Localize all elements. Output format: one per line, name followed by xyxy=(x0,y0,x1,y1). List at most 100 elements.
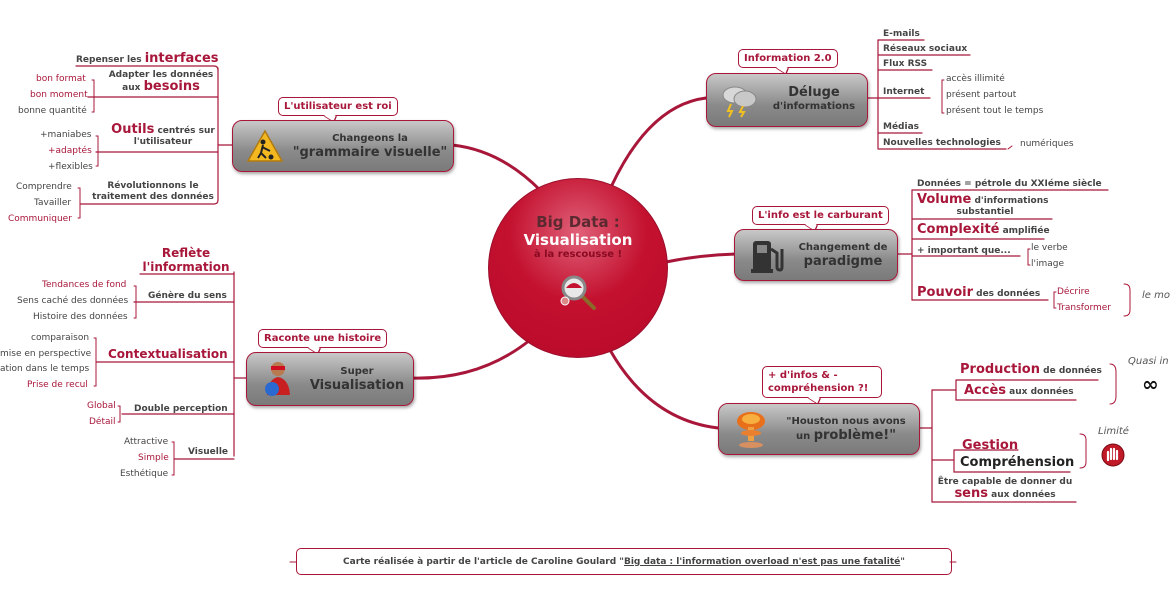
branch-text: l'utilisateur xyxy=(133,137,193,147)
branch-petrole[interactable]: Données = pétrole du XXIéme siècle xyxy=(917,179,1102,189)
footer-end: " xyxy=(900,556,905,567)
topic-line2-text: un xyxy=(795,430,814,442)
leaf-comparaison[interactable]: comparaison xyxy=(31,333,90,343)
branch-text: amplifiée xyxy=(999,226,1050,236)
leaf-tavailler[interactable]: Tavailler xyxy=(34,198,72,208)
branch-pouvoir[interactable]: Pouvoir des données xyxy=(917,285,1041,300)
leaf-global[interactable]: Global xyxy=(87,401,116,411)
branch-acces[interactable]: Accès aux données xyxy=(964,383,1074,398)
branch-text: des données xyxy=(973,289,1041,299)
branch-flux-rss[interactable]: Flux RSS xyxy=(883,59,928,69)
central-topic[interactable]: Big Data : Visualisation à la rescousse … xyxy=(488,178,668,358)
topic-line1: "Houston nous avons xyxy=(786,415,906,427)
callout-information-2: Information 2.0 xyxy=(738,49,838,68)
branch-text: substantiel xyxy=(956,207,1014,217)
branch-keyword: Production xyxy=(960,362,1040,377)
branch-keyword: Accès xyxy=(964,383,1007,398)
leaf-bonne-quantite[interactable]: bonne quantité xyxy=(18,106,87,116)
branch-text: Révolutionnons le xyxy=(107,181,199,191)
branch-comprehension[interactable]: Compréhension xyxy=(960,455,1075,470)
summary-limite: Limité xyxy=(1098,426,1129,437)
branch-production[interactable]: Production de données xyxy=(960,362,1102,377)
leaf-detail[interactable]: Détail xyxy=(89,417,116,427)
branch-contextualisation[interactable]: Contextualisation xyxy=(108,347,228,361)
leaf-bon-format[interactable]: bon format xyxy=(36,74,86,84)
branch-text: centrés sur xyxy=(154,126,215,136)
nuclear-explosion-icon xyxy=(729,409,773,449)
leaf-sens-cache[interactable]: Sens caché des données xyxy=(17,296,129,306)
topic-houston-probleme[interactable]: "Houston nous avons un problème!" xyxy=(718,403,920,455)
branch-important-que[interactable]: + important que... xyxy=(917,246,1011,256)
leaf-comprendre[interactable]: Comprendre xyxy=(16,182,72,192)
topic-grammaire-visuelle[interactable]: Changeons la"grammaire visuelle" xyxy=(232,120,454,172)
center-title-line1: Big Data : xyxy=(536,213,620,231)
branch-keyword: Gestion xyxy=(962,438,1019,453)
leaf-simple[interactable]: Simple xyxy=(138,453,169,463)
branch-medias[interactable]: Médias xyxy=(883,122,920,132)
leaf-present-tout-le-temps[interactable]: présent tout le temps xyxy=(946,106,1044,116)
leaf-tendances[interactable]: Tendances de fond xyxy=(42,280,127,290)
leaf-le-verbe[interactable]: le verbe xyxy=(1031,243,1068,253)
branch-internet[interactable]: Internet xyxy=(883,87,925,97)
branch-keyword: Pouvoir xyxy=(917,285,973,300)
leaf-histoire[interactable]: Histoire des données xyxy=(33,312,128,322)
branch-text: Repenser les xyxy=(76,55,145,65)
leaf-mise-en-perspective[interactable]: mise en perspective xyxy=(0,349,92,359)
branch-text: Reflète xyxy=(161,246,211,260)
callout-info-carburant: L'info est le carburant xyxy=(752,206,889,225)
branch-visuelle[interactable]: Visuelle xyxy=(188,447,229,457)
callout-raconte-histoire: Raconte une histoire xyxy=(258,329,388,348)
branch-double-perception[interactable]: Double perception xyxy=(134,404,228,414)
branch-interfaces[interactable]: Repenser les interfaces xyxy=(76,51,219,66)
summary-le-mo: le mo xyxy=(1142,290,1170,301)
topic-line2: "grammaire visuelle" xyxy=(292,145,448,160)
leaf-maniabes[interactable]: +maniabes xyxy=(40,130,92,140)
superhero-icon xyxy=(257,359,301,399)
article-link[interactable]: Big data : l'information overload n'est … xyxy=(623,556,901,567)
branch-keyword: Outils xyxy=(111,122,155,137)
leaf-dans-le-temps[interactable]: ation dans le temps xyxy=(0,364,90,374)
topic-line2-keyword: problème!" xyxy=(813,427,897,443)
summary-quasi-infini: Quasi in xyxy=(1128,356,1169,367)
leaf-bon-moment[interactable]: bon moment xyxy=(30,90,88,100)
topic-line1: Changement de xyxy=(798,242,888,253)
branch-nouvelles-technologies[interactable]: Nouvelles technologies xyxy=(883,138,1001,148)
branch-text: Adapter les données xyxy=(108,70,214,80)
leaf-l-image[interactable]: l'image xyxy=(1031,259,1065,269)
leaf-decrire[interactable]: Décrire xyxy=(1057,287,1090,297)
leaf-flexibles[interactable]: +flexibles xyxy=(48,162,93,172)
callout-utilisateur-roi: L'utilisateur est roi xyxy=(278,97,398,116)
branch-gestion[interactable]: Gestion xyxy=(962,434,1018,453)
topic-line1: Changeons la xyxy=(332,133,408,144)
leaf-present-partout[interactable]: présent partout xyxy=(946,90,1017,100)
branch-genere-sens[interactable]: Génère du sens xyxy=(148,291,227,301)
leaf-acces-illimite[interactable]: accès illimité xyxy=(946,74,1005,84)
leaf-esthetique[interactable]: Esthétique xyxy=(120,469,169,479)
branch-text: de données xyxy=(1040,366,1102,376)
leaf-attractive[interactable]: Attractive xyxy=(124,437,169,447)
branch-complexite[interactable]: Complexité amplifiée xyxy=(917,223,1050,237)
callout-plus-infos: + d'infos & - compréhension ?! xyxy=(762,366,882,398)
footer-text: Carte réalisée à partir de l'article de … xyxy=(343,556,624,567)
branch-text: traitement des données xyxy=(92,192,214,202)
branch-emails[interactable]: E-mails xyxy=(883,29,920,39)
topic-line1: Super xyxy=(340,366,374,377)
branch-reseaux-sociaux[interactable]: Réseaux sociaux xyxy=(883,44,968,54)
topic-line2: paradigme xyxy=(803,254,883,269)
leaf-prise-de-recul[interactable]: Prise de recul xyxy=(27,380,88,390)
leaf-numeriques[interactable]: numériques xyxy=(1020,139,1074,149)
leaf-transformer[interactable]: Transformer xyxy=(1057,303,1112,313)
leaf-communiquer[interactable]: Communiquer xyxy=(8,214,72,224)
leaf-adaptes[interactable]: +adaptés xyxy=(48,146,92,156)
storm-cloud-icon xyxy=(717,80,761,120)
branch-keyword: interfaces xyxy=(144,51,219,66)
